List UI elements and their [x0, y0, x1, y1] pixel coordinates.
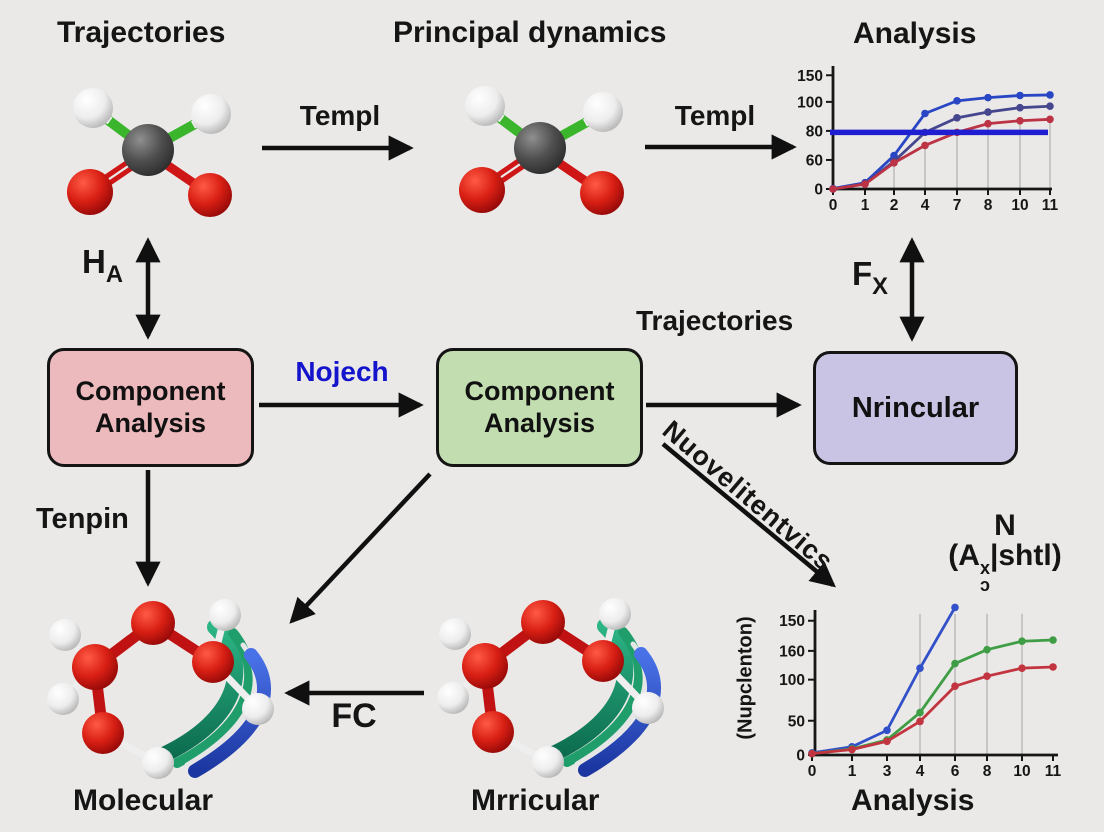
molecule-ribbon-middle	[437, 598, 664, 778]
svg-text:8: 8	[984, 197, 993, 214]
nrincular-box: Nrincular	[813, 351, 1018, 465]
fx-sub: X	[872, 273, 889, 301]
label-fc: FC	[331, 697, 377, 735]
molecule-top-left	[67, 88, 232, 217]
arrow-nuovelitentvics	[661, 442, 836, 588]
svg-text:4: 4	[916, 763, 925, 780]
label-fx: FX	[852, 255, 889, 301]
svg-text:160: 160	[779, 643, 805, 660]
annotation-open: (A	[948, 539, 980, 572]
svg-text:3: 3	[883, 763, 892, 780]
label-tenpin: Tenpin	[36, 503, 129, 535]
annotation-line1: N	[994, 509, 1016, 542]
svg-text:50: 50	[788, 713, 805, 730]
arrow-diagonal-left	[289, 472, 432, 624]
svg-text:4: 4	[921, 197, 930, 214]
fx-base: F	[852, 255, 873, 292]
label-ha: HA	[82, 243, 123, 289]
svg-text:150: 150	[797, 68, 823, 85]
label-trajectories-mid: Trajectories	[636, 305, 794, 336]
ha-sub: A	[105, 261, 123, 289]
svg-text:11: 11	[1042, 197, 1059, 214]
title-trajectories: Trajectories	[57, 16, 226, 49]
component-analysis-box-left: Component Analysis	[47, 348, 254, 467]
svg-text:0: 0	[796, 748, 805, 765]
title-analysis-top: Analysis	[853, 17, 977, 50]
svg-text:6: 6	[951, 763, 960, 780]
svg-text:80: 80	[806, 123, 823, 140]
box-text-line1: Nrincular	[851, 391, 980, 424]
component-analysis-box-middle: Component Analysis	[436, 348, 643, 467]
svg-text:10: 10	[1011, 197, 1028, 214]
annotation-sup: x	[979, 558, 990, 578]
analysis-chart-top: 150 100 80 60 00 1 2 4 7 8 10 11	[797, 66, 1059, 214]
label-nojech: Nojech	[295, 356, 389, 387]
svg-text:8: 8	[983, 763, 992, 780]
annotation-close: |shtl)	[989, 539, 1062, 572]
svg-text:60: 60	[806, 152, 823, 169]
svg-text:1: 1	[848, 763, 857, 780]
svg-text:100: 100	[797, 94, 823, 111]
annotation-sub: ɔ	[979, 575, 990, 596]
svg-text:150: 150	[779, 613, 805, 630]
molecule-ribbon-left	[47, 599, 274, 779]
svg-text:11: 11	[1045, 763, 1062, 780]
molecule-top-middle	[459, 86, 624, 215]
svg-text:0: 0	[829, 197, 838, 214]
svg-text:0: 0	[808, 763, 817, 780]
ha-base: H	[82, 243, 106, 280]
svg-text:10: 10	[1013, 763, 1030, 780]
box-text-line2: Analysis	[483, 407, 596, 438]
svg-text:1: 1	[861, 197, 870, 214]
title-principal-dynamics: Principal dynamics	[393, 16, 667, 49]
label-templ-2: Templ	[674, 100, 756, 131]
box-text-line1: Component	[464, 375, 615, 406]
svg-text:100: 100	[779, 672, 805, 689]
analysis-chart-bottom: 150 160 100 50 00 1 3 4 6 8 10 11	[779, 603, 1062, 780]
svg-text:2: 2	[890, 197, 899, 214]
box-text-line1: Component	[75, 375, 226, 406]
label-templ-1: Templ	[299, 100, 381, 131]
label-mrricular: Mrricular	[471, 784, 600, 817]
svg-text:7: 7	[953, 197, 962, 214]
svg-text:0: 0	[814, 182, 823, 199]
box-text-line2: Analysis	[94, 407, 207, 438]
label-analysis-bottom: Analysis	[851, 784, 975, 817]
label-molecular: Molecular	[73, 784, 214, 817]
